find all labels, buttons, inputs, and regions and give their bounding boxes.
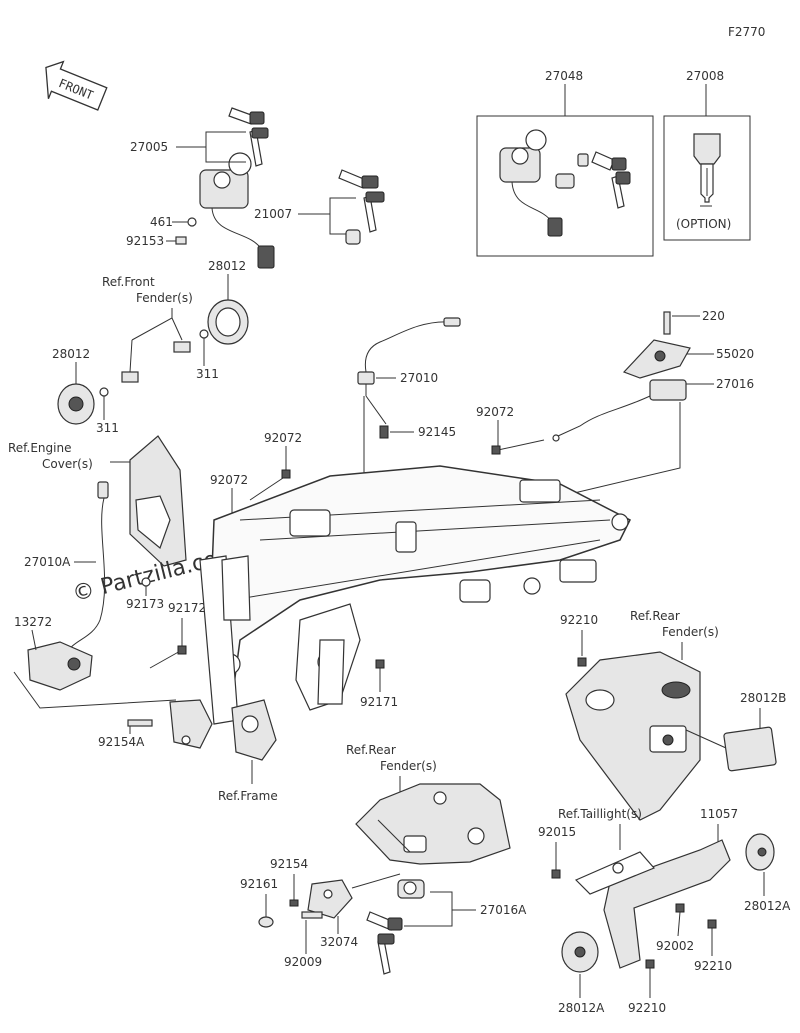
callout-92210-a: 92210: [560, 613, 598, 627]
callout-27016: 27016: [716, 377, 754, 391]
callout-92154A: 92154A: [98, 735, 145, 749]
diagram-code: F2770: [728, 25, 765, 39]
callout-92210-b: 92210: [694, 959, 732, 973]
ref-rear-fender-b-1: Ref.Rear: [346, 743, 396, 757]
callout-92173: 92173: [126, 597, 164, 611]
ref-rear-fender-2: Fender(s): [662, 625, 719, 639]
callout-92172: 92172: [168, 601, 206, 615]
lock-set-27016A: [366, 879, 425, 975]
ref-engine-cover-1: Ref.Engine: [8, 441, 71, 455]
bracket-11057: [603, 839, 731, 969]
option-27008-box: [663, 115, 751, 241]
callout-92210-c: 92210: [628, 1001, 666, 1015]
reflector-28012B: [723, 726, 777, 772]
callout-27010: 27010: [400, 371, 438, 385]
ref-front-fender-2: Fender(s): [136, 291, 193, 305]
rear-fender-center: [355, 783, 511, 865]
callout-28012A-b: 28012A: [558, 1001, 605, 1015]
callout-28012-left: 28012: [52, 347, 90, 361]
callout-32074: 32074: [320, 935, 358, 949]
callout-27010A: 27010A: [24, 555, 71, 569]
key-icon: [693, 133, 721, 203]
ref-engine-cover-2: Cover(s): [42, 457, 93, 471]
callout-311-b: 311: [96, 421, 119, 435]
ref-rear-fender-b-2: Fender(s): [380, 759, 437, 773]
ref-rear-fender-1: Ref.Rear: [630, 609, 680, 623]
callout-92009: 92009: [284, 955, 322, 969]
callout-461: 461: [150, 215, 173, 229]
callout-92072-c: 92072: [210, 473, 248, 487]
option-label: (OPTION): [676, 217, 731, 231]
callout-27016A: 27016A: [480, 903, 527, 917]
motorcycle-frame: [199, 465, 632, 725]
bracket: [169, 699, 213, 749]
callout-13272: 13272: [14, 615, 52, 629]
callout-92153: 92153: [126, 234, 164, 248]
callout-55020: 55020: [716, 347, 754, 361]
callout-92015: 92015: [538, 825, 576, 839]
callout-92002: 92002: [656, 939, 694, 953]
callout-92154: 92154: [270, 857, 308, 871]
front-arrow-icon: FRONT: [45, 60, 108, 111]
callout-311-a: 311: [196, 367, 219, 381]
callout-27048: 27048: [545, 69, 583, 83]
callout-27005: 27005: [130, 140, 168, 154]
callout-92161: 92161: [240, 877, 278, 891]
callout-92072-a: 92072: [476, 405, 514, 419]
callout-28012-top: 28012: [208, 259, 246, 273]
callout-11057: 11057: [700, 807, 738, 821]
callout-28012A-a: 28012A: [744, 899, 791, 913]
callout-92171: 92171: [360, 695, 398, 709]
callout-92145: 92145: [418, 425, 456, 439]
kit-27048-parts: [499, 129, 631, 237]
callout-28012B: 28012B: [740, 691, 786, 705]
callout-27008: 27008: [686, 69, 724, 83]
ref-taillight: Ref.Taillight(s): [558, 807, 642, 821]
bracket-32074: [307, 879, 353, 919]
ref-frame: Ref.Frame: [218, 789, 278, 803]
key-set-21007: [338, 169, 385, 245]
callout-21007: 21007: [254, 207, 292, 221]
callout-92072-b: 92072: [264, 431, 302, 445]
ref-front-fender-1: Ref.Front: [102, 275, 155, 289]
callout-220: 220: [702, 309, 725, 323]
ignition-switch-27005: [199, 107, 275, 269]
